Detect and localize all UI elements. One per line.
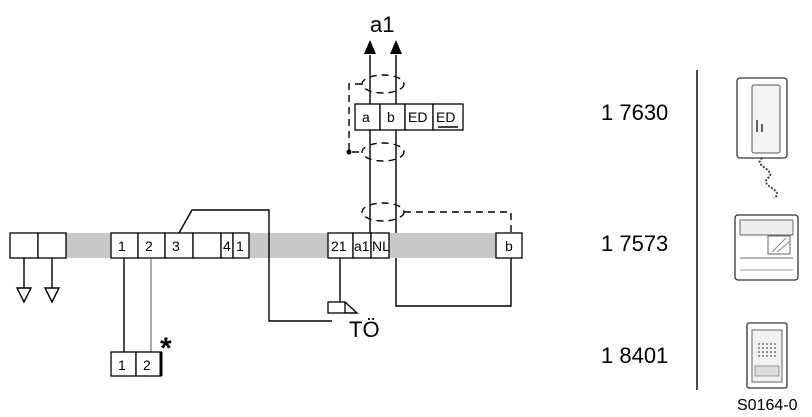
bus-terminal-label: a1 bbox=[354, 238, 370, 254]
shield-loop bbox=[361, 74, 405, 94]
bus-terminal-label: 3 bbox=[172, 238, 180, 254]
bus-terminal-3 bbox=[164, 232, 194, 259]
top-terminal-label: a bbox=[362, 109, 370, 125]
bus-terminal-b bbox=[495, 232, 523, 259]
product-number: 1 8401 bbox=[601, 343, 668, 368]
bus-terminal-label: 1 bbox=[118, 238, 126, 254]
door-opener-device bbox=[327, 301, 346, 314]
top-terminal-label: ED bbox=[436, 109, 455, 125]
bus-terminal-nl bbox=[370, 232, 390, 259]
ground-arrow-icon bbox=[15, 287, 33, 304]
bus-terminal-label: 1 bbox=[236, 238, 244, 254]
product-number: 1 7630 bbox=[601, 100, 668, 125]
left-terminal bbox=[37, 232, 67, 259]
product-number: 1 7573 bbox=[601, 231, 668, 256]
shield-loop bbox=[361, 202, 405, 222]
bus-bar bbox=[10, 233, 522, 258]
bus-terminal-label: b bbox=[505, 238, 513, 254]
top-terminal-label: ED bbox=[408, 109, 427, 125]
left-terminal bbox=[9, 232, 39, 259]
bottom-terminal-label: 1 bbox=[118, 357, 126, 373]
bus-terminal-blank bbox=[192, 232, 222, 259]
bottom-terminal-2 bbox=[135, 351, 162, 377]
bottom-terminal-label: 2 bbox=[143, 357, 151, 373]
bus-terminal-label: 21 bbox=[331, 238, 347, 254]
bus-terminal-label: 4 bbox=[223, 238, 231, 254]
arrow-up-icon bbox=[390, 40, 402, 54]
bus-label: a1 bbox=[370, 12, 394, 37]
top-terminal-ed bbox=[404, 103, 434, 131]
door-station-icon bbox=[746, 322, 788, 389]
device-label: TÖ bbox=[349, 317, 380, 342]
shield-loop bbox=[361, 142, 405, 162]
top-terminal-label: b bbox=[387, 109, 395, 125]
bus-terminal-label: NL bbox=[372, 238, 390, 254]
control-unit-icon bbox=[734, 214, 799, 281]
bus-terminal-41 bbox=[232, 232, 250, 259]
asterisk-note: * bbox=[160, 332, 172, 365]
arrow-up-icon bbox=[364, 40, 376, 54]
bottom-terminal-1 bbox=[110, 351, 137, 377]
figure-id: S0164-0 bbox=[737, 397, 798, 414]
handset-icon bbox=[736, 77, 788, 199]
bus-terminal-label: 2 bbox=[145, 238, 153, 254]
top-terminal-ed bbox=[432, 103, 464, 131]
ground-arrow-icon bbox=[43, 287, 61, 304]
